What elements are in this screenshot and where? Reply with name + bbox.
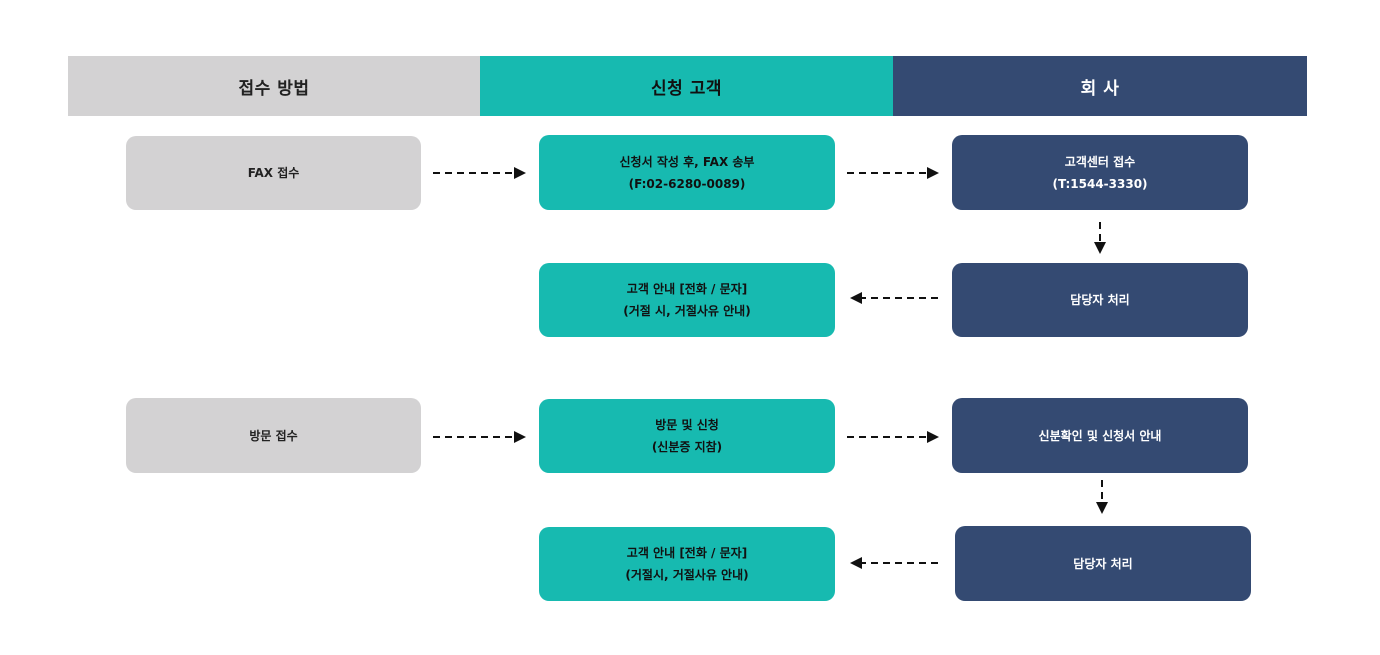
- header-company: 회 사: [893, 56, 1307, 116]
- visit-verify-label: 신분확인 및 신청서 안내: [1038, 428, 1162, 443]
- fax-apply-box: 신청서 작성 후, FAX 송부 (F:02-6280-0089): [539, 135, 835, 210]
- fax-notice-line2: (거절 시, 거절사유 안내): [623, 304, 751, 318]
- fax-handler-label: 담당자 처리: [1070, 293, 1130, 307]
- fax-apply-line2: (F:02-6280-0089): [628, 176, 746, 191]
- header-company-label: 회 사: [1080, 78, 1120, 99]
- arrowhead-visit-4: [850, 557, 862, 569]
- visit-apply-line2: (신분증 지참): [651, 440, 723, 454]
- header-method-label: 접수 방법: [238, 78, 310, 99]
- visit-verify-box: 신분확인 및 신청서 안내: [952, 398, 1248, 473]
- fax-center-line2: (T:1544-3330): [1052, 176, 1148, 191]
- visit-apply-box: 방문 및 신청 (신분증 지참): [539, 399, 835, 473]
- visit-handler-box: 담당자 처리: [955, 526, 1251, 601]
- fax-center-box: 고객센터 접수 (T:1544-3330): [952, 135, 1248, 210]
- arrowhead-visit-3: [1096, 502, 1108, 514]
- arrowhead-fax-4: [850, 292, 862, 304]
- fax-notice-line1: 고객 안내 [전화 / 문자]: [626, 282, 748, 296]
- visit-notice-box: 고객 안내 [전화 / 문자] (거절시, 거절사유 안내): [539, 527, 835, 601]
- visit-handler-label: 담당자 처리: [1073, 556, 1133, 571]
- visit-notice-line1: 고객 안내 [전화 / 문자]: [626, 546, 748, 560]
- arrowhead-fax-3: [1094, 242, 1106, 254]
- arrowhead-visit-1: [514, 431, 526, 443]
- arrowhead-fax-1: [514, 167, 526, 179]
- visit-apply-line1: 방문 및 신청: [655, 418, 719, 432]
- visit-method-label: 방문 접수: [249, 428, 298, 443]
- arrowhead-visit-2: [927, 431, 939, 443]
- visit-notice-line2: (거절시, 거절사유 안내): [625, 568, 749, 582]
- fax-method-label: FAX 접수: [247, 166, 300, 180]
- header-customer: 신청 고객: [480, 56, 893, 116]
- fax-notice-box: 고객 안내 [전화 / 문자] (거절 시, 거절사유 안내): [539, 263, 835, 337]
- fax-method-box: FAX 접수: [126, 136, 421, 210]
- header-customer-label: 신청 고객: [651, 78, 722, 99]
- fax-handler-box: 담당자 처리: [952, 263, 1248, 337]
- header-method: 접수 방법: [68, 56, 480, 116]
- fax-apply-line1: 신청서 작성 후, FAX 송부: [619, 154, 755, 169]
- fax-center-line1: 고객센터 접수: [1064, 154, 1136, 169]
- arrowhead-fax-2: [927, 167, 939, 179]
- visit-method-box: 방문 접수: [126, 398, 421, 473]
